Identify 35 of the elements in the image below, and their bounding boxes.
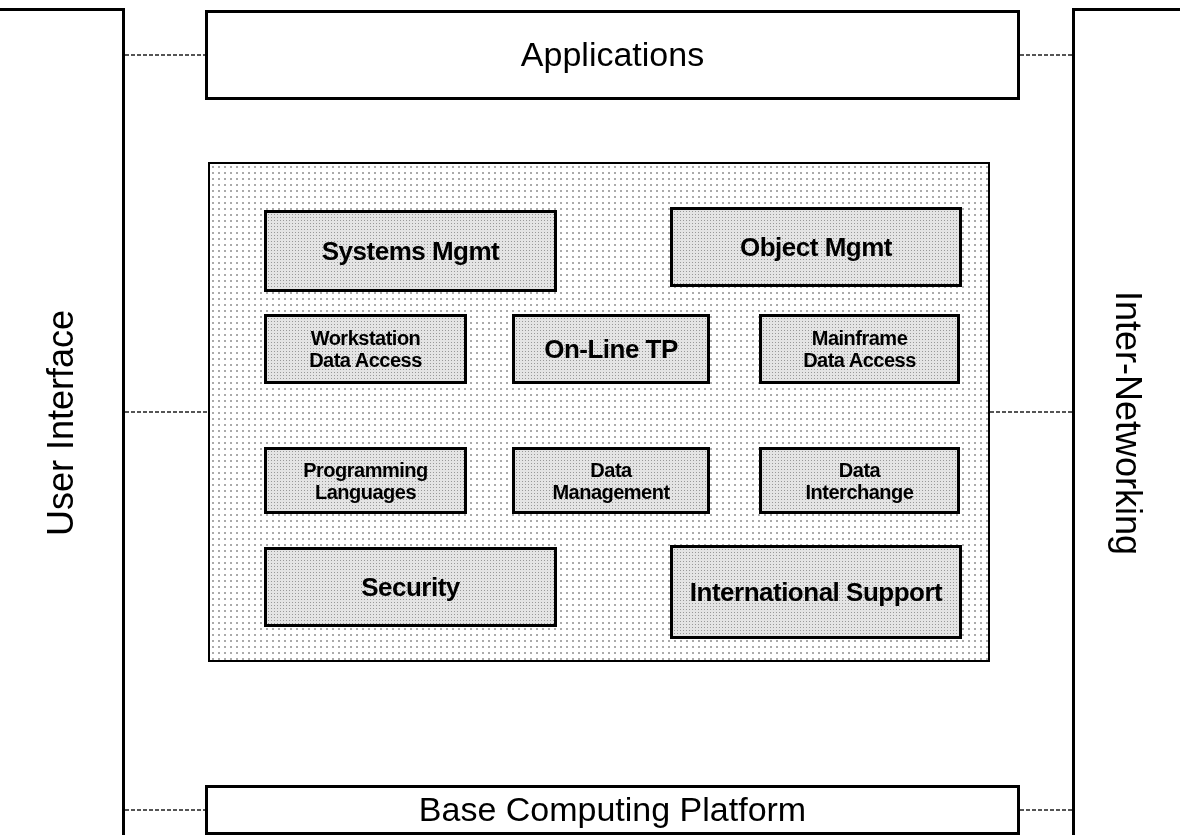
service-box <box>264 314 467 384</box>
node-label: Inter-Networking <box>1108 290 1148 556</box>
connector-line <box>989 411 1073 413</box>
node-label: Mainframe Data Access <box>802 327 917 371</box>
node-label: Workstation Data Access <box>308 327 423 371</box>
service-box <box>512 314 710 384</box>
service-box <box>759 314 960 384</box>
node-label: Programming Languages <box>302 458 429 503</box>
connector-line <box>124 54 206 56</box>
node-label: Data Interchange <box>804 458 915 503</box>
node-label: On-Line TP <box>544 334 678 364</box>
service-box <box>759 447 960 514</box>
node-label: International Support <box>689 577 943 607</box>
node-label: Applications <box>520 36 705 74</box>
side-layer-box <box>0 8 125 835</box>
connector-line <box>1019 809 1073 811</box>
node-label: Security <box>361 572 460 602</box>
services-panel <box>208 162 990 662</box>
service-box <box>264 210 557 292</box>
node-label: Data Management <box>551 458 671 503</box>
node-label: Systems Mgmt <box>321 236 500 266</box>
node-label: Base Computing Platform <box>418 791 807 829</box>
layer-box <box>205 10 1020 100</box>
service-box <box>670 207 962 287</box>
connector-line <box>124 809 206 811</box>
node-label: Object Mgmt <box>740 232 892 262</box>
service-box <box>512 447 710 514</box>
side-layer-box <box>1072 8 1180 835</box>
service-box <box>264 447 467 514</box>
service-box <box>264 547 557 627</box>
layer-box <box>205 785 1020 835</box>
node-label: User Interface <box>41 309 81 537</box>
connector-line <box>1019 54 1073 56</box>
service-box <box>670 545 962 639</box>
connector-line <box>124 411 209 413</box>
